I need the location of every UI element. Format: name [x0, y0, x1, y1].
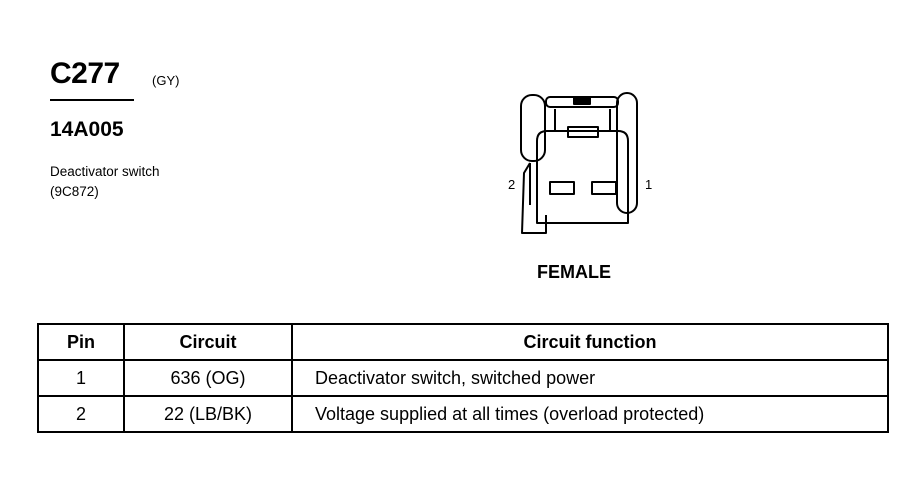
- connector-id-underline: [50, 99, 134, 101]
- pin-cell: 1: [37, 359, 125, 397]
- connector-id: C277: [50, 57, 120, 90]
- table-header-row: Pin Circuit Circuit function: [37, 323, 889, 361]
- part-number: 14A005: [50, 118, 124, 141]
- table-row: 2 22 (LB/BK) Voltage supplied at all tim…: [37, 395, 889, 433]
- connector-face-diagram: [520, 92, 638, 234]
- connector-housing: [536, 130, 629, 224]
- header-pin: Pin: [37, 323, 125, 361]
- pin-cavity-2: [549, 181, 575, 195]
- circuit-function-cell: Deactivator switch, switched power: [291, 359, 889, 397]
- pin-2-label: 2: [508, 177, 516, 192]
- wire-lead: [521, 162, 547, 234]
- pin-1-label: 1: [645, 177, 653, 192]
- circuit-cell: 22 (LB/BK): [123, 395, 293, 433]
- pin-cavity-1: [591, 181, 617, 195]
- circuit-function-cell: Voltage supplied at all times (overload …: [291, 395, 889, 433]
- keyway-slot: [567, 126, 599, 138]
- circuit-cell: 636 (OG): [123, 359, 293, 397]
- top-latch-notch: [573, 97, 591, 105]
- pin-table: Pin Circuit Circuit function 1 636 (OG) …: [37, 323, 889, 433]
- connector-color: (GY): [152, 73, 180, 88]
- pin-cell: 2: [37, 395, 125, 433]
- part-reference: (9C872): [50, 184, 99, 199]
- header-circuit-function: Circuit function: [291, 323, 889, 361]
- table-row: 1 636 (OG) Deactivator switch, switched …: [37, 359, 889, 397]
- header-circuit: Circuit: [123, 323, 293, 361]
- connector-gender: FEMALE: [537, 262, 611, 282]
- connector-description: Deactivator switch: [50, 164, 160, 179]
- left-latch-tab: [520, 94, 546, 162]
